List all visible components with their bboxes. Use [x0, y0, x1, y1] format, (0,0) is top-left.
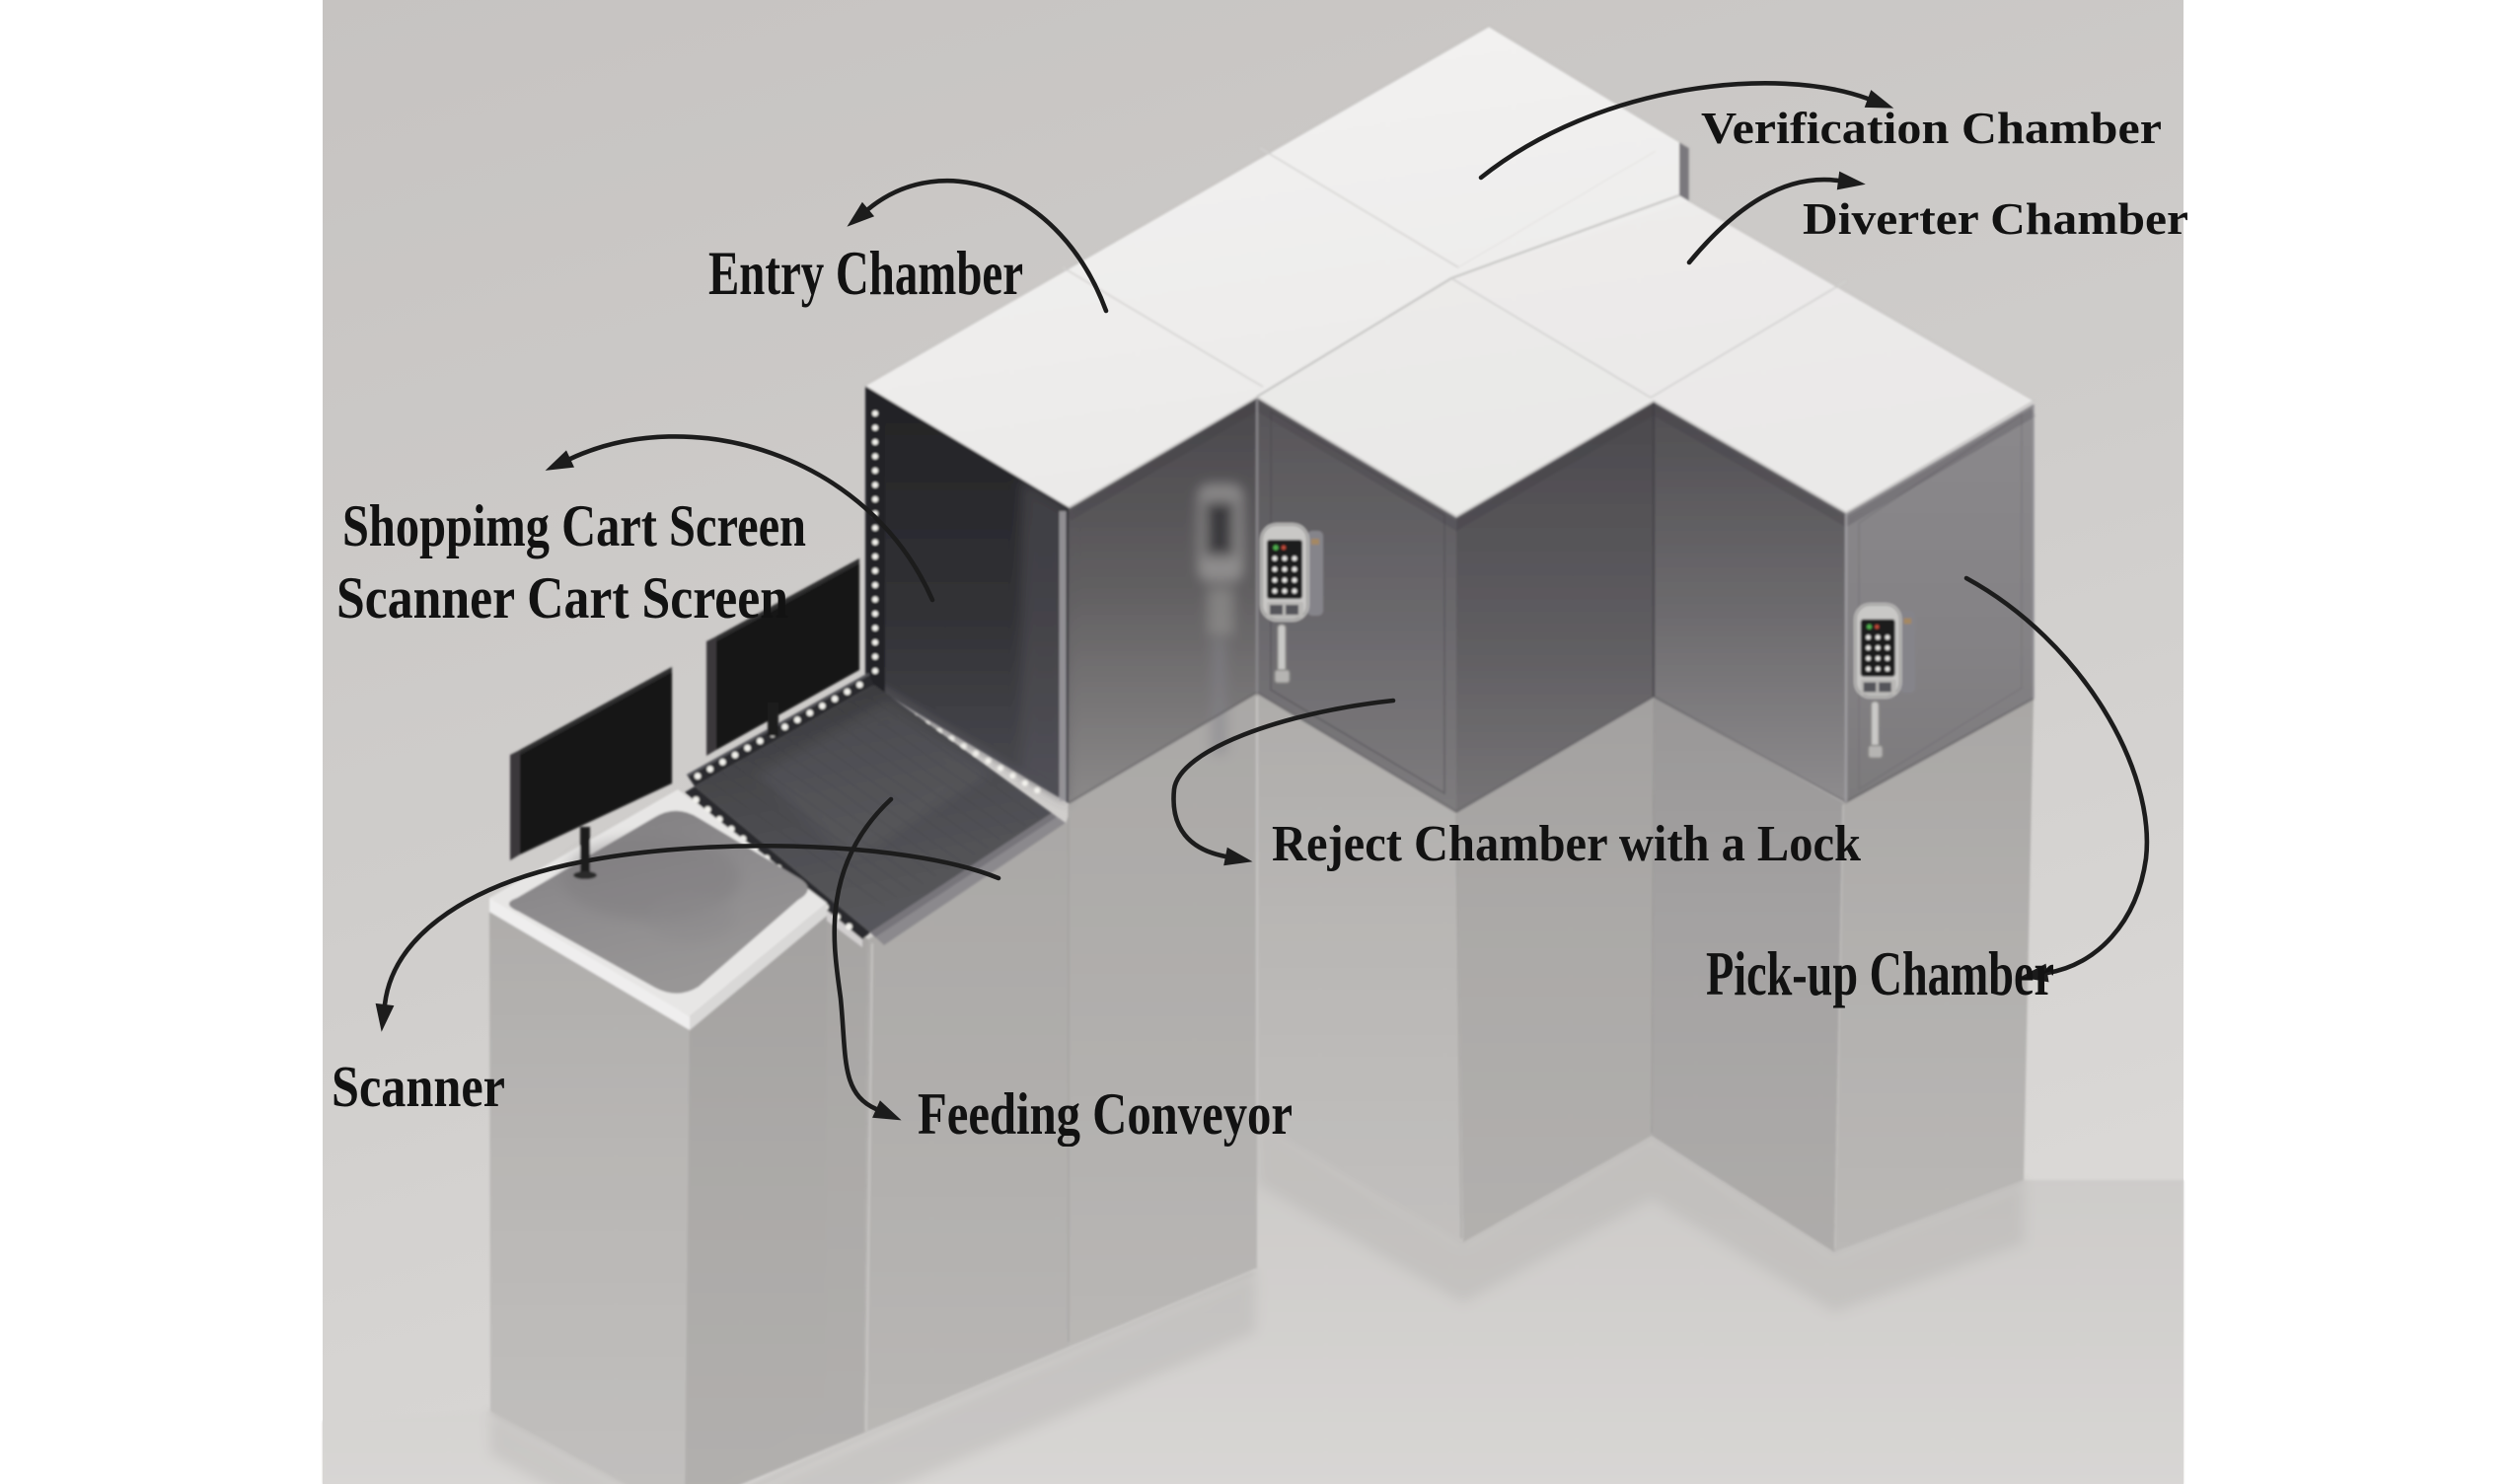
svg-text:Verification Chamber: Verification Chamber: [1701, 103, 2162, 153]
svg-text:Scanner: Scanner: [332, 1054, 505, 1119]
svg-text:Reject Chamber with a Lock: Reject Chamber with a Lock: [1272, 816, 1861, 872]
svg-text:Feeding Conveyor: Feeding Conveyor: [918, 1081, 1293, 1147]
svg-text:Diverter Chamber: Diverter Chamber: [1803, 193, 2188, 244]
svg-text:Entry Chamber: Entry Chamber: [708, 239, 1023, 308]
svg-text:Pick-up Chamber: Pick-up Chamber: [1706, 938, 2054, 1008]
svg-text:Shoppimg Cart Screen: Shoppimg Cart Screen: [342, 493, 806, 558]
svg-text:Scanner Cart Screen: Scanner Cart Screen: [336, 565, 788, 631]
